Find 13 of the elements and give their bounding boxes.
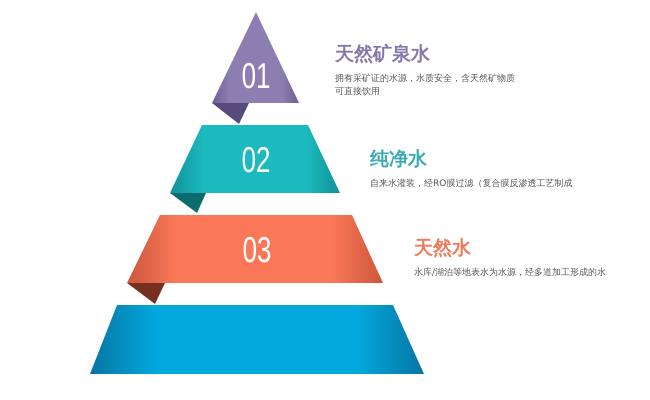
tier-heading: 纯净水 — [370, 147, 427, 171]
pyramid-tier — [212, 12, 299, 124]
tier-number: 02 — [242, 142, 270, 178]
tier-description: 自来水灌装，经RO膜过滤（复合膜反渗透工艺制成 — [370, 178, 574, 191]
pyramid-tier — [170, 125, 340, 213]
pyramid-tier — [90, 305, 424, 374]
tier-heading: 天然水 — [414, 236, 471, 260]
tier-number: 03 — [242, 232, 272, 268]
tier-heading: 天然矿泉水 — [335, 42, 430, 66]
tier-description: 拥有采矿证的水源，水质安全，含天然矿物质可直接饮用 — [335, 73, 516, 99]
pyramid-tier — [127, 215, 383, 304]
tier-description: 水库/湖泊等地表水为水源，经多道加工形成的水 — [414, 267, 608, 280]
tier-number: 01 — [242, 58, 270, 94]
